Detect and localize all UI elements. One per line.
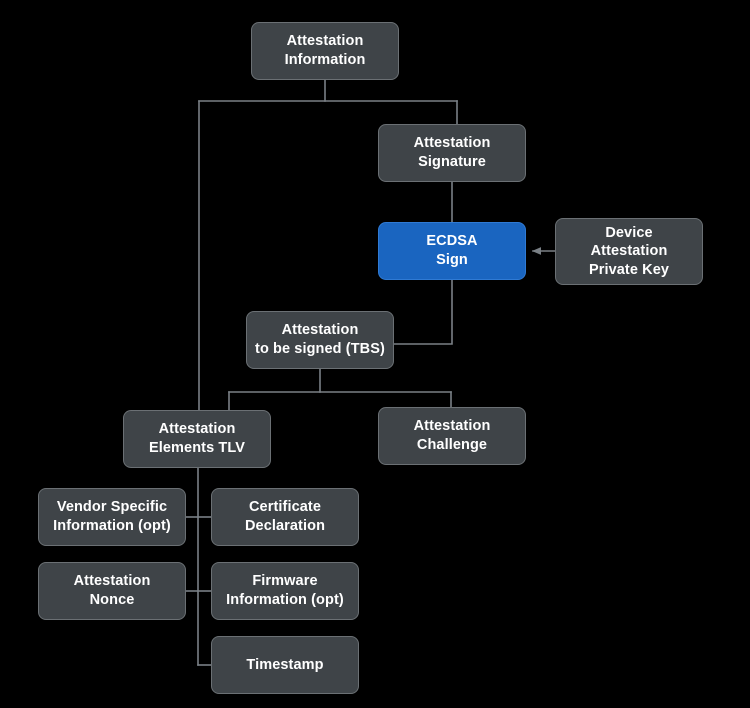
node-label-timestamp: Timestamp <box>246 656 324 673</box>
node-device-attestation-private-key[interactable]: Device Attestation Private Key <box>555 218 703 285</box>
node-label-certificate-declaration: Certificate Declaration <box>244 499 326 534</box>
node-attestation-information[interactable]: Attestation Information <box>251 22 399 80</box>
node-label-attestation-challenge: Attestation Challenge <box>413 418 491 453</box>
node-label-attestation-signature: Attestation Signature <box>413 135 491 170</box>
node-attestation-elements-tlv[interactable]: Attestation Elements TLV <box>123 410 271 468</box>
node-ecdsa-sign[interactable]: ECDSA Sign <box>378 222 526 280</box>
node-label-vendor-specific-information: Vendor Specific Information (opt) <box>53 499 171 534</box>
node-label-device-attestation-private-key: Device Attestation Private Key <box>588 224 670 278</box>
node-label-attestation-nonce: Attestation Nonce <box>73 573 151 608</box>
node-label-attestation-elements-tlv: Attestation Elements TLV <box>148 421 245 456</box>
node-label-firmware-information: Firmware Information (opt) <box>226 573 344 608</box>
node-label-attestation-information: Attestation Information <box>284 33 366 68</box>
node-timestamp[interactable]: Timestamp <box>211 636 359 694</box>
node-attestation-signature[interactable]: Attestation Signature <box>378 124 526 182</box>
node-certificate-declaration[interactable]: Certificate Declaration <box>211 488 359 546</box>
node-vendor-specific-information[interactable]: Vendor Specific Information (opt) <box>38 488 186 546</box>
node-attestation-challenge[interactable]: Attestation Challenge <box>378 407 526 465</box>
node-attestation-nonce[interactable]: Attestation Nonce <box>38 562 186 620</box>
node-label-attestation-to-be-signed: Attestation to be signed (TBS) <box>255 322 385 357</box>
node-attestation-to-be-signed[interactable]: Attestation to be signed (TBS) <box>246 311 394 369</box>
node-firmware-information[interactable]: Firmware Information (opt) <box>211 562 359 620</box>
node-label-ecdsa-sign: ECDSA Sign <box>426 233 478 268</box>
edge-ecdsa-to-tbs <box>393 279 453 345</box>
